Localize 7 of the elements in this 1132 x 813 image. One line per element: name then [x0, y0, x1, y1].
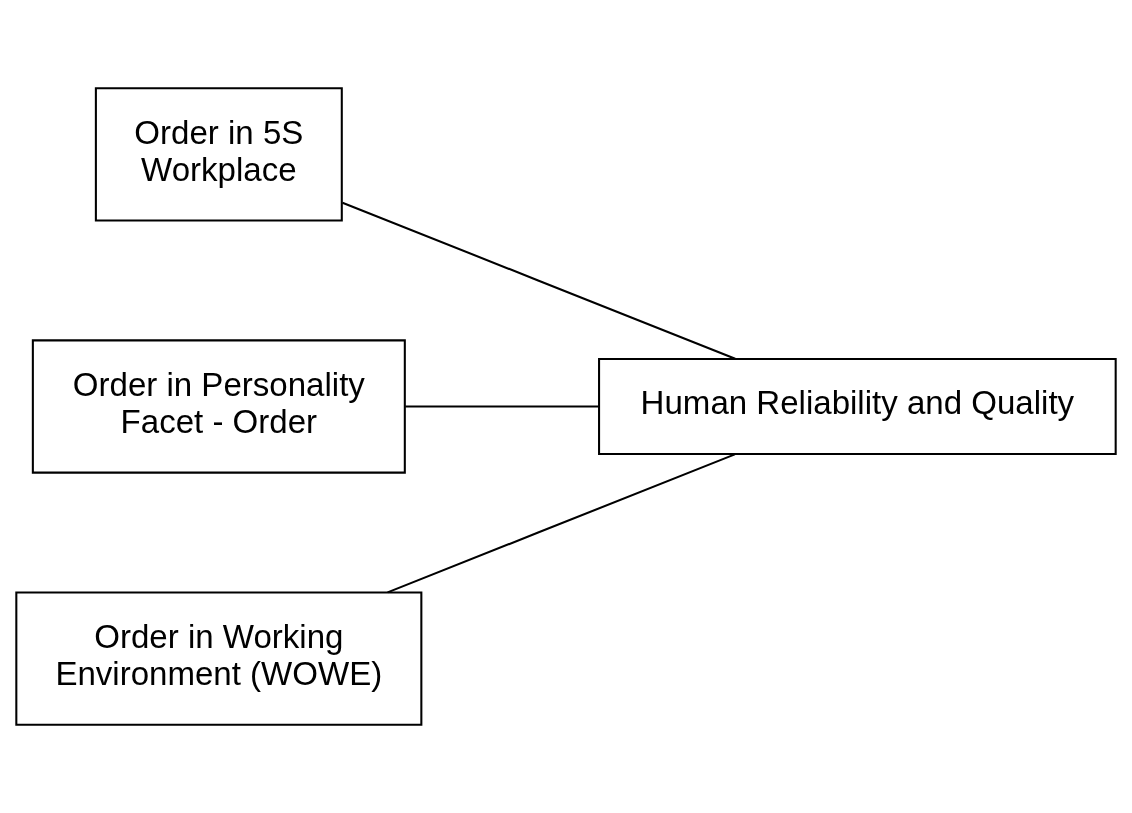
node-box: Order in Working Environment (WOWE) — [15, 591, 423, 726]
connector — [342, 201, 736, 360]
connector — [405, 405, 599, 408]
node-box: Order in Personality Facet - Order — [31, 339, 406, 474]
node-box: Human Reliability and Quality — [598, 357, 1117, 456]
node-box: Order in 5S Workplace — [94, 87, 343, 222]
connector — [387, 453, 736, 594]
